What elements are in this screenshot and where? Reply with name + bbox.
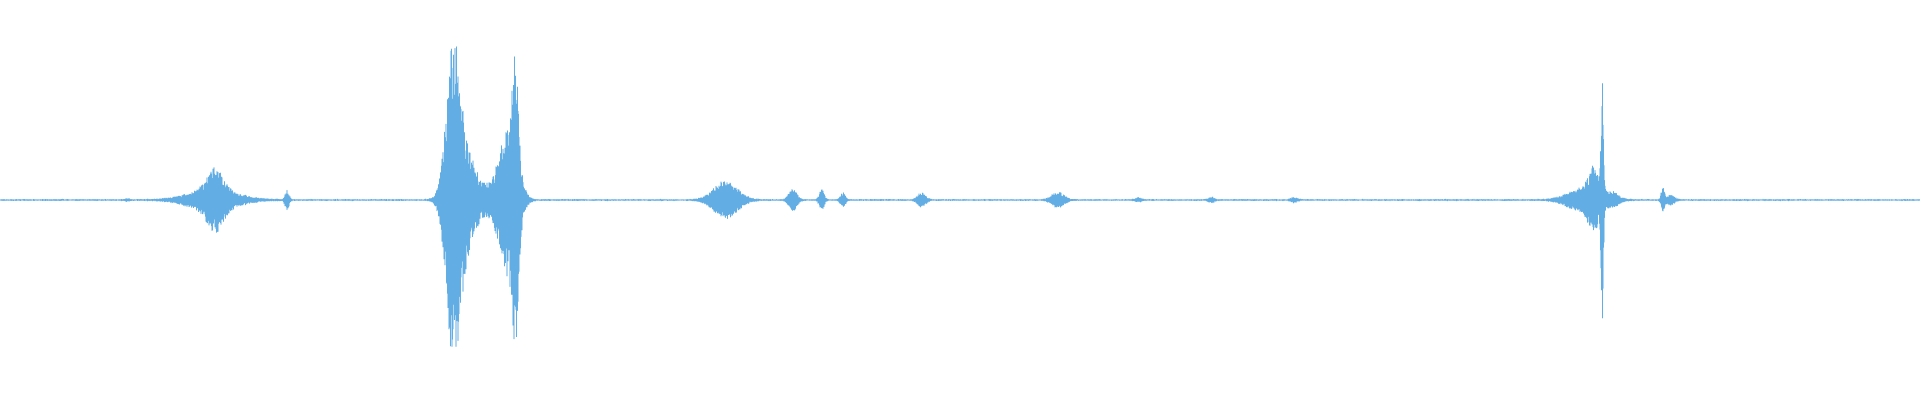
waveform-trace — [0, 46, 1920, 347]
